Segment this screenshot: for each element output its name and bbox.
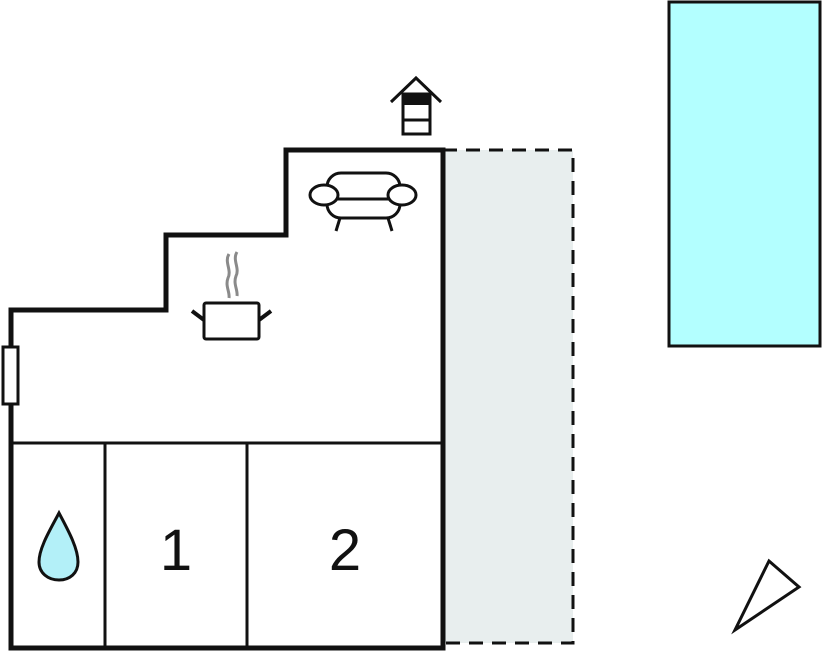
north-arrow-icon [731, 558, 802, 635]
water-drop-icon [37, 509, 80, 582]
swimming-pool [667, 0, 822, 348]
terrace [443, 148, 575, 645]
cooking-pot-icon [190, 251, 273, 341]
door-icon [1, 345, 20, 406]
house-walls [8, 147, 446, 651]
sofa-icon [308, 171, 418, 232]
house-entrance-icon [389, 75, 443, 136]
room-label-1: 1 [160, 518, 192, 583]
room-label-2: 2 [329, 518, 361, 583]
